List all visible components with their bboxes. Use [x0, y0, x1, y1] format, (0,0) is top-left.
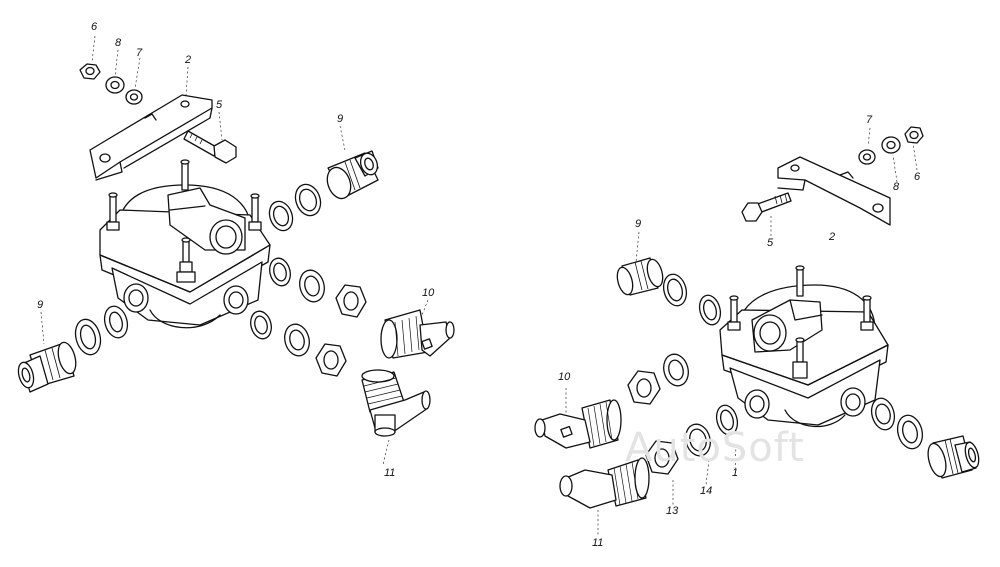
- fitting-top-part: [326, 150, 379, 200]
- hex-nuts-left-r: [627, 370, 679, 475]
- callout-left-spring-washer: 7: [136, 47, 143, 59]
- callout-right-bracket: 2: [829, 231, 836, 243]
- spring-washer-part: [125, 89, 143, 105]
- callout-right-bolt: 5: [767, 237, 774, 249]
- left-assembly: [17, 35, 455, 466]
- fitting-right-part-r: [927, 435, 980, 479]
- bolt-part-r: [741, 192, 792, 222]
- callout-right-seal-ring: 14: [700, 485, 713, 497]
- callout-left-bolt: 5: [216, 99, 223, 111]
- fitting-left-part: [17, 341, 77, 393]
- callout-left-nut: 6: [91, 21, 98, 33]
- callout-right-hex-nut: 13: [666, 505, 679, 517]
- seal-rings-left: [74, 305, 129, 356]
- elbow-upper-part-r: [534, 399, 622, 449]
- elbow-upper-part: [380, 309, 455, 359]
- callout-left-fitting-top: 9: [337, 113, 344, 125]
- hex-nuts-right: [315, 284, 367, 377]
- callout-right-elbow-upper: 10: [558, 371, 571, 383]
- seal-rings-right-r: [870, 397, 924, 450]
- seal-rings-upper-r: [662, 273, 722, 326]
- callout-right-nut: 6: [914, 171, 921, 183]
- seal-rings-upper: [268, 183, 322, 232]
- elbow-lower-part: [361, 369, 431, 437]
- valve-body-left: [99, 159, 271, 329]
- callout-left-elbow-upper: 10: [422, 287, 435, 299]
- nut-part-r: [904, 126, 924, 144]
- callout-left-elbow-lower: 11: [384, 467, 396, 479]
- bracket-part-r: [777, 156, 891, 226]
- callout-right-spring-washer: 7: [866, 114, 873, 126]
- valve-body-right: [719, 265, 889, 428]
- seal-rings-left-r: [663, 353, 739, 457]
- callout-right-flat-washer: 8: [893, 181, 900, 193]
- bracket-part: [89, 94, 213, 181]
- watermark-text: AutoSoft: [625, 425, 805, 471]
- elbow-lower-part-r: [559, 457, 650, 509]
- fitting-part-r: [616, 257, 664, 296]
- callout-right-fitting: 9: [635, 218, 642, 230]
- flat-washer-part: [105, 76, 125, 94]
- nut-part: [79, 63, 101, 80]
- callout-left-fitting-left: 9: [37, 299, 44, 311]
- callout-left-bracket: 2: [185, 54, 192, 66]
- callout-right-valve: 1: [732, 467, 739, 479]
- spring-washer-part-r: [858, 149, 876, 165]
- right-assembly: [534, 126, 980, 535]
- callout-left-flat-washer: 8: [115, 37, 122, 49]
- callout-right-elbow-lower: 11: [592, 537, 604, 549]
- bolt-part: [183, 130, 237, 164]
- flat-washer-part-r: [881, 136, 901, 154]
- seal-rings-right: [250, 257, 325, 357]
